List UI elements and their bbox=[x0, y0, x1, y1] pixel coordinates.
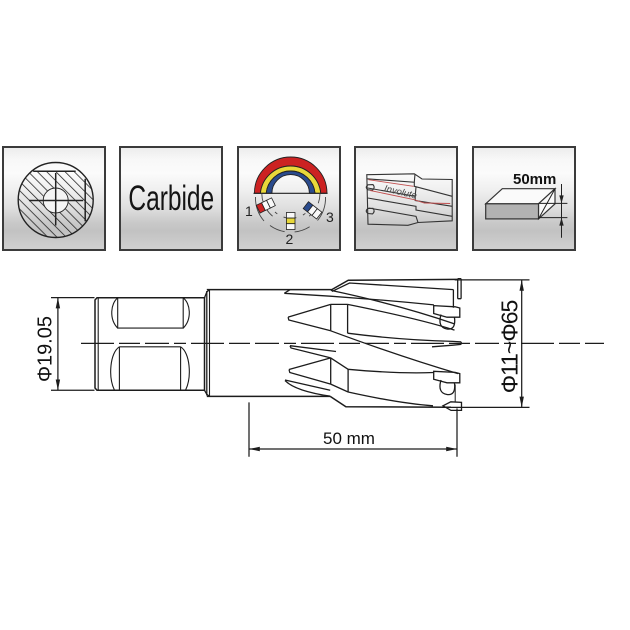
svg-text:50 mm: 50 mm bbox=[323, 429, 375, 448]
svg-text:Φ11~Φ65: Φ11~Φ65 bbox=[497, 300, 523, 393]
svg-text:50mm: 50mm bbox=[513, 171, 556, 188]
svg-text:Φ19.05: Φ19.05 bbox=[35, 316, 57, 382]
svg-text:3: 3 bbox=[326, 209, 334, 225]
svg-text:1: 1 bbox=[245, 203, 253, 219]
svg-text:2: 2 bbox=[286, 231, 294, 247]
